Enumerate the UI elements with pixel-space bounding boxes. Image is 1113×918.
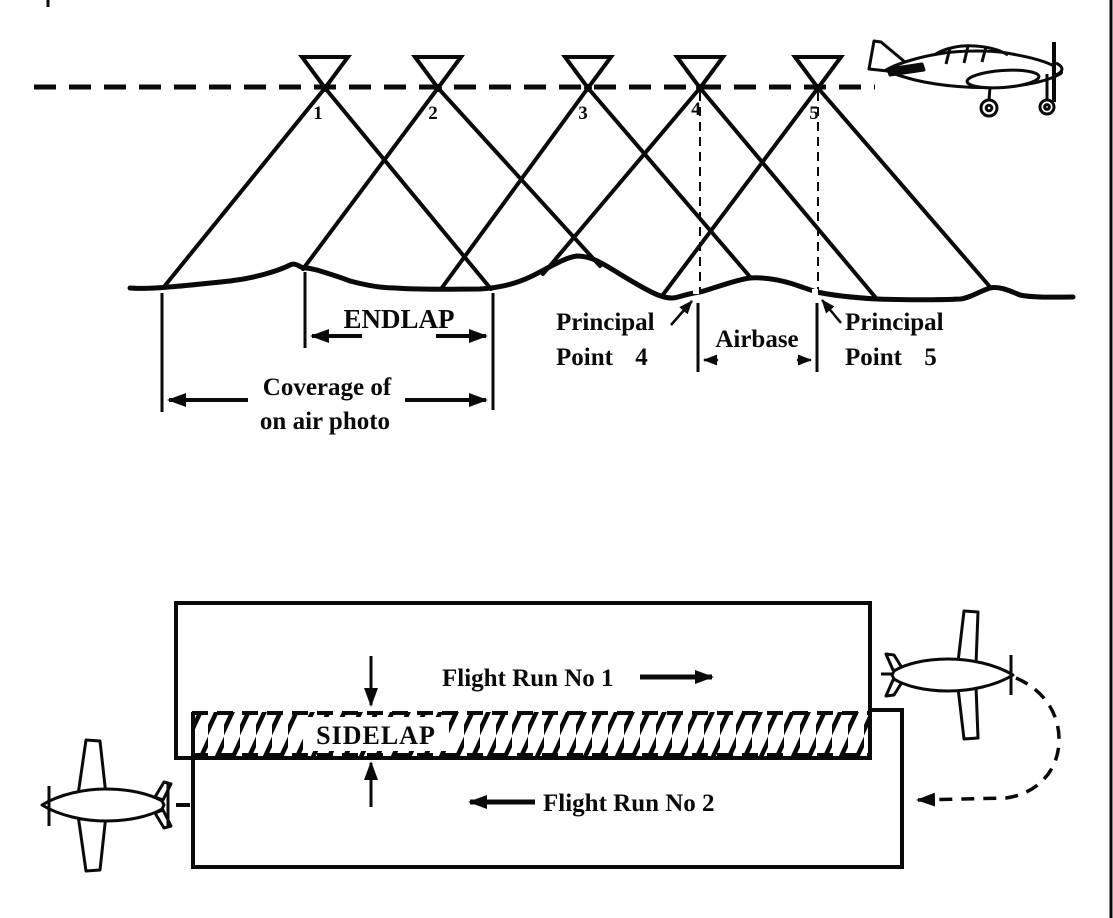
camera-number-3: 3 [578, 103, 588, 124]
sidelap-label-background [303, 717, 449, 751]
camera-number-2: 2 [428, 103, 438, 124]
principal-point-4-label-line1: Principal [556, 309, 655, 336]
airplane-top-view-left-icon [40, 738, 190, 873]
principal-point-5-label-line2: Point 5 [845, 344, 937, 371]
airbase-bounds [696, 303, 819, 372]
camera-number-5: 5 [809, 103, 819, 124]
endlap-diagram: 1 2 3 4 5 ENDLAP Coverage of on air phot… [34, 39, 1076, 435]
principal-point-4-pointer-arrow [670, 300, 693, 326]
camera-rays [161, 86, 993, 300]
endlap-label: ENDLAP [343, 304, 454, 334]
camera-symbols [298, 55, 845, 92]
principal-point-5-pointer-arrow [821, 299, 842, 324]
terrain-line [127, 253, 1076, 303]
flight-run-1-strip [174, 601, 872, 760]
principal-point-4-marker [693, 288, 699, 294]
principal-point-4-label-line2: Point 4 [556, 344, 648, 371]
turnaround-flight-path [916, 676, 1061, 807]
flight-run-1-label: Flight Run No 1 [442, 665, 614, 692]
flight-run-2-strip [191, 708, 904, 869]
measurement-ticks [160, 272, 495, 412]
camera-number-4: 4 [691, 99, 701, 120]
sidelap-diagram: SIDELAP Flight Run No 1 Flight Run No 2 [40, 601, 1061, 873]
sidelap-label: SIDELAP [316, 721, 436, 750]
principal-point-5-label-line1: Principal [845, 309, 944, 336]
airplane-top-view-right-icon [881, 609, 1015, 741]
coverage-label-line2: on air photo [260, 408, 390, 435]
camera-number-1: 1 [313, 103, 323, 124]
principal-point-5-marker [812, 289, 818, 295]
flight-run-2-label: Flight Run No 2 [543, 790, 715, 817]
sidelap-band: SIDELAP [192, 711, 870, 757]
airbase-label: Airbase [715, 326, 798, 353]
airplane-side-view-icon [867, 39, 1064, 118]
coverage-label-line1: Coverage of [263, 374, 392, 401]
